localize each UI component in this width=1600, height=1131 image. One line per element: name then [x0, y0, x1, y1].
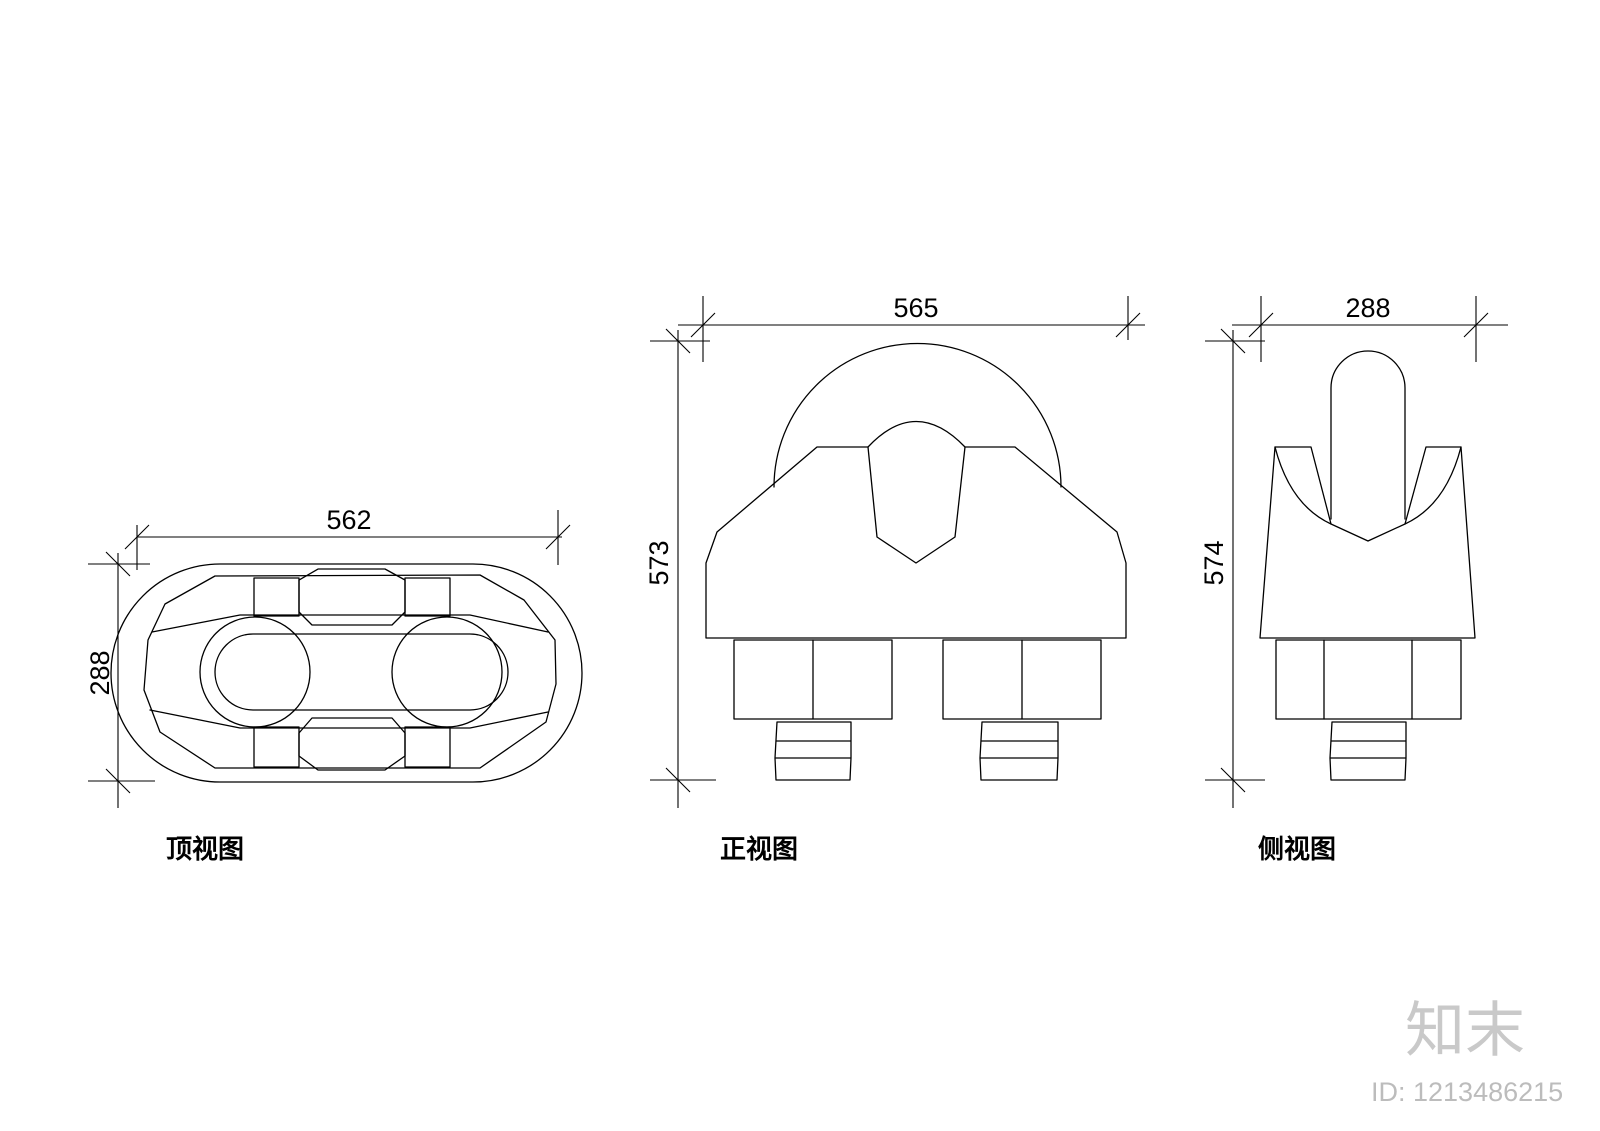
front-view-saddle-groove: [867, 446, 966, 564]
front-view-bolt-end-left: [774, 721, 852, 781]
top-view: 562 288 顶视图: [85, 505, 583, 865]
front-view-u-bolt-arch: [773, 342, 1062, 488]
watermark-logo: 知末: [1405, 996, 1525, 1066]
side-view-u-bolt: [1330, 350, 1406, 520]
top-view-center-slot: [214, 633, 509, 711]
top-view-nut-left-lower: [253, 726, 300, 768]
watermark: 知末 ID: 1213486215: [1371, 996, 1563, 1107]
front-view-height-label: 573: [644, 540, 674, 585]
top-view-upper-body-line: [151, 614, 549, 633]
front-view-height-dimension: [650, 328, 716, 808]
side-view-nut: [1275, 639, 1462, 720]
side-view: 288 574 侧视图: [1199, 293, 1508, 865]
front-view-caption: 正视图: [720, 835, 798, 865]
top-view-lower-body-line: [149, 709, 549, 729]
top-view-inner-outline: [143, 574, 557, 769]
front-view-bolt-end-right: [979, 721, 1059, 781]
watermark-id: ID: 1213486215: [1371, 1077, 1563, 1107]
side-view-body: [1259, 446, 1476, 639]
side-view-bolt-end: [1329, 721, 1407, 781]
top-view-caption: 顶视图: [166, 835, 244, 865]
front-view-body: [705, 420, 1127, 639]
side-view-caption: 侧视图: [1258, 835, 1336, 865]
front-view-width-dimension: [678, 296, 1145, 362]
top-view-height-dimension: [88, 551, 155, 808]
top-view-saddle-lower: [298, 717, 406, 771]
front-view: 565 573 正视图: [644, 293, 1145, 865]
top-view-nut-right-upper: [404, 577, 451, 617]
side-view-saddle-curve: [1274, 446, 1462, 525]
front-view-width-label: 565: [893, 293, 938, 323]
top-view-width-label: 562: [326, 505, 371, 535]
side-view-width-dimension: [1232, 296, 1508, 362]
top-view-height-label: 288: [85, 650, 115, 695]
top-view-outer-outline: [110, 563, 583, 783]
side-view-width-label: 288: [1345, 293, 1390, 323]
top-view-width-dimension: [124, 510, 571, 570]
top-view-nut-left-upper: [253, 577, 300, 617]
side-view-height-dimension: [1205, 328, 1265, 808]
side-view-height-label: 574: [1199, 540, 1229, 585]
top-view-bolt-left: [199, 616, 311, 728]
top-view-bolt-right: [391, 616, 503, 728]
top-view-saddle-upper: [298, 568, 406, 626]
top-view-nut-right-lower: [404, 726, 451, 768]
